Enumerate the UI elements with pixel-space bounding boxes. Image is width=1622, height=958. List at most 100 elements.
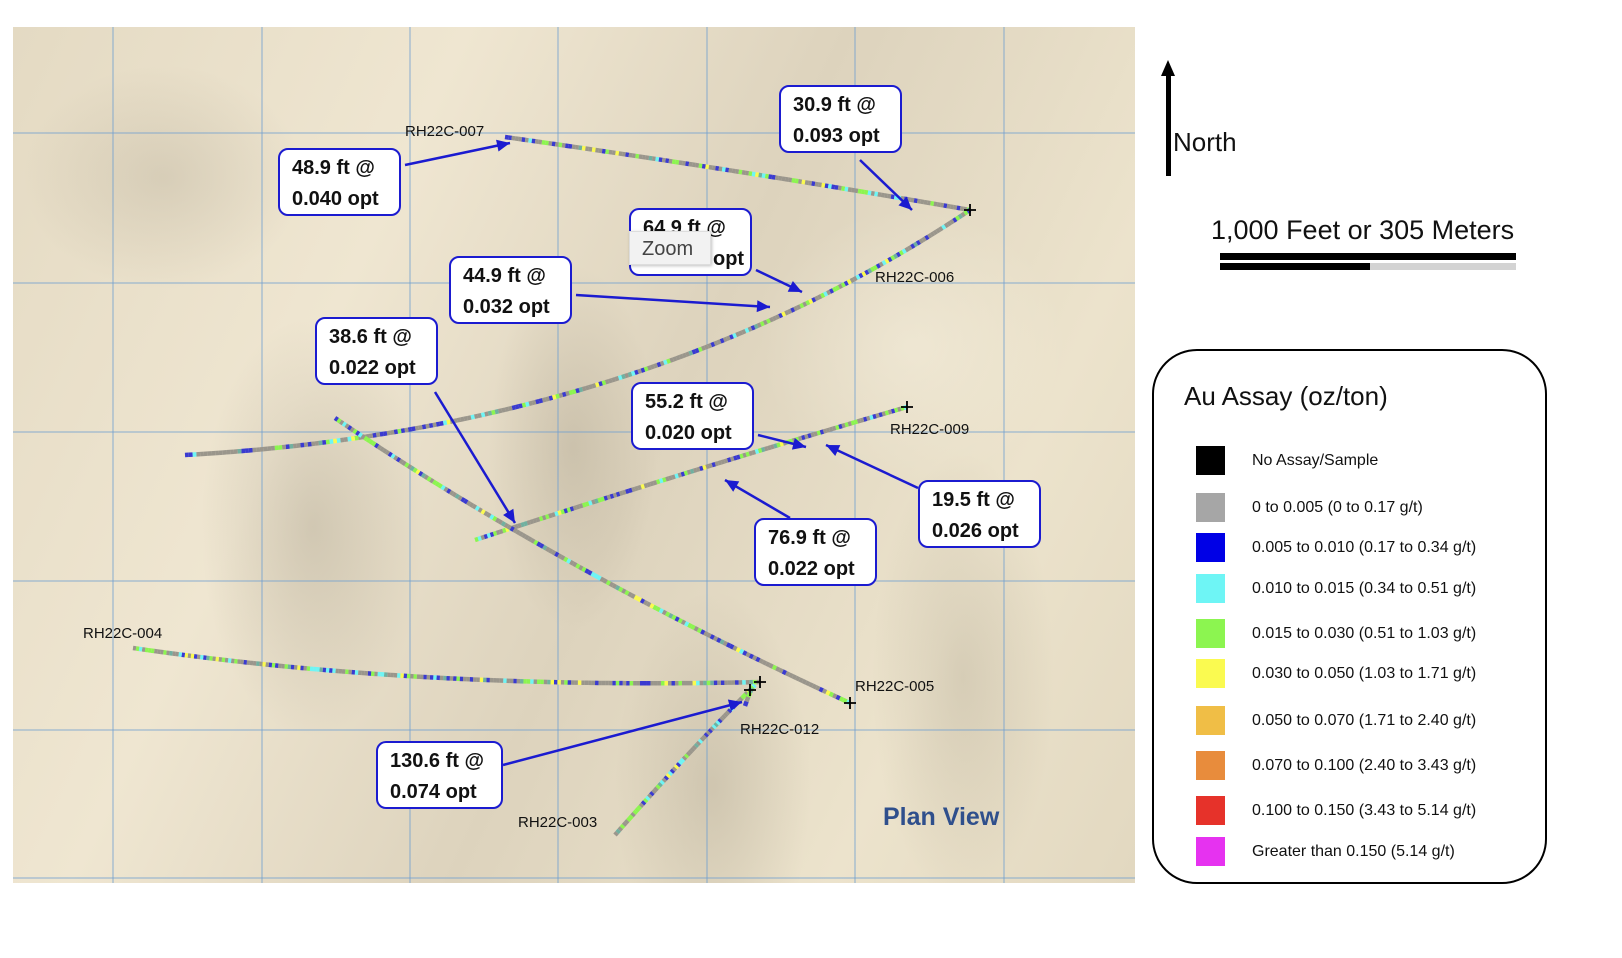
drill-trace-segment xyxy=(729,643,735,650)
drill-trace-segment xyxy=(560,509,565,515)
drill-trace-segment xyxy=(924,234,930,241)
drill-trace-segment xyxy=(954,215,961,221)
drill-trace-segment xyxy=(890,194,895,200)
legend-label: 0.050 to 0.070 (1.71 to 2.40 g/t) xyxy=(1252,712,1477,729)
drill-trace-segment xyxy=(523,520,528,527)
drill-trace-segment xyxy=(531,399,537,406)
drill-trace-segment xyxy=(711,724,717,730)
drill-trace-segment xyxy=(504,406,510,412)
arrowhead-icon xyxy=(725,480,740,492)
drill-trace-segment xyxy=(649,481,655,487)
map-view[interactable]: RH22C-007 RH22C-006 RH22C-009 RH22C-004 … xyxy=(13,27,1135,883)
drill-trace-segment xyxy=(778,667,784,674)
drill-trace-segment xyxy=(640,367,646,373)
drill-trace-segment xyxy=(529,518,535,525)
drill-trace-segment xyxy=(719,638,725,645)
drill-trace-segment xyxy=(651,156,656,162)
drill-trace-segment xyxy=(751,171,756,177)
callout-grade: opt xyxy=(713,248,745,270)
drill-trace-segment xyxy=(693,742,700,749)
drill-trace-segment xyxy=(657,782,663,788)
drill-trace-segment xyxy=(761,659,768,666)
intercept-callout: 48.9 ft @0.040 opt xyxy=(278,148,401,216)
drill-trace-segment xyxy=(401,460,407,466)
drill-trace-segment xyxy=(750,325,756,331)
drill-trace-segment xyxy=(748,653,754,660)
drill-trace-segment xyxy=(557,553,563,559)
drill-trace-segment xyxy=(735,331,741,338)
drill-trace-segment xyxy=(767,445,772,451)
drill-trace-segment xyxy=(400,428,406,434)
drill-trace-segment xyxy=(634,485,639,492)
drill-trace-segment xyxy=(881,259,887,266)
north-label: North xyxy=(1173,127,1237,157)
drill-trace-segment xyxy=(621,373,626,380)
drill-trace-segment xyxy=(661,157,666,163)
drill-trace-segment xyxy=(647,793,653,799)
drill-trace-segment xyxy=(609,493,615,499)
drill-trace-segment xyxy=(368,433,374,439)
drill-trace-segment xyxy=(875,412,880,419)
map-canvas xyxy=(13,27,1135,883)
intercept-callout: 76.9 ft @0.022 opt xyxy=(754,518,877,586)
drill-trace-segment xyxy=(393,455,399,461)
drill-trace-segment xyxy=(725,167,730,173)
drill-trace-segment xyxy=(614,376,620,382)
drill-trace-segment xyxy=(753,323,759,330)
drill-trace-segment xyxy=(508,405,513,412)
drill-trace-segment xyxy=(738,648,745,655)
drill-trace-segment xyxy=(745,651,751,658)
drill-trace-segment xyxy=(372,432,377,438)
drill-trace-segment xyxy=(856,418,862,424)
drill-trace-segment xyxy=(411,426,416,432)
drill-trace-segment xyxy=(420,472,426,479)
drill-trace-segment xyxy=(708,164,713,170)
drill-trace-segment xyxy=(643,366,649,372)
drill-trace-segment xyxy=(655,606,661,613)
drill-trace-segment xyxy=(682,352,687,359)
drill-trace-segment xyxy=(653,363,659,369)
scale-label: 1,000 Feet or 305 Meters xyxy=(1211,215,1515,245)
callout-grade: 0.074 opt xyxy=(390,781,477,803)
drill-hole-label: RH22C-003 xyxy=(518,814,598,831)
drill-trace-segment xyxy=(511,404,516,411)
drill-trace-segment xyxy=(623,819,630,825)
collar-marker xyxy=(844,697,856,709)
drill-trace-segment xyxy=(480,534,485,541)
drill-trace-segment xyxy=(624,589,630,596)
drill-trace-segment xyxy=(858,272,864,279)
drill-trace-segment xyxy=(760,447,766,453)
drill-trace-segment xyxy=(687,622,693,629)
drill-trace-segment xyxy=(878,412,883,418)
drill-trace-segment xyxy=(379,431,384,437)
drill-trace-segment xyxy=(624,372,629,379)
drill-trace-segment xyxy=(872,413,877,420)
drill-trace-segment xyxy=(571,388,577,395)
drill-hole-label: RH22C-004 xyxy=(83,625,163,642)
drill-trace-segment xyxy=(575,388,580,394)
drill-trace-segment xyxy=(668,475,673,481)
drill-trace-segment xyxy=(825,689,831,696)
drill-trace-segment xyxy=(711,165,716,171)
drill-trace-segment xyxy=(849,277,855,284)
drill-trace-segment xyxy=(611,583,618,589)
drill-trace-segment xyxy=(884,258,890,264)
drill-trace-segment xyxy=(804,180,809,186)
drill-trace-segment xyxy=(541,397,547,403)
drill-trace-segment xyxy=(831,184,836,190)
drill-trace-segment xyxy=(819,429,825,435)
drill-trace-segment xyxy=(568,389,574,396)
drill-trace-segment xyxy=(781,669,787,676)
drill-trace-segment xyxy=(813,431,818,437)
drill-trace-segment xyxy=(846,279,852,285)
drill-trace-segment xyxy=(698,163,703,169)
drill-trace-segment xyxy=(643,482,648,489)
drill-trace-segment xyxy=(669,768,676,774)
drill-trace-segment xyxy=(594,498,599,504)
drill-trace-segment xyxy=(538,516,544,522)
legend-swatch xyxy=(1196,837,1225,866)
drill-trace-segment xyxy=(687,749,694,755)
arrowhead-icon xyxy=(496,139,510,152)
drill-trace-segment xyxy=(831,286,837,293)
drill-trace-segment xyxy=(333,416,339,422)
